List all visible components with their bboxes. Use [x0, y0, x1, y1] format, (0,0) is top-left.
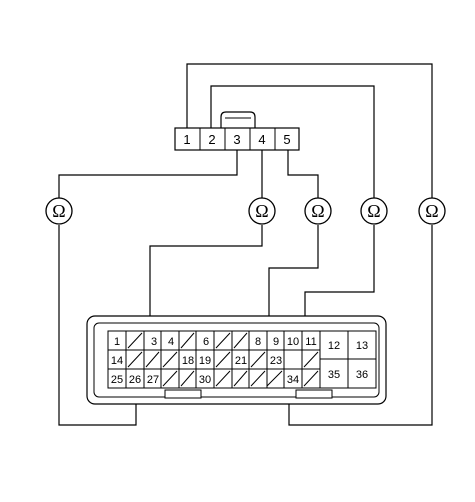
- bottom-pin-23: 23: [270, 355, 282, 367]
- top-pin-2: 2: [208, 132, 215, 147]
- bottom-pin-12: 12: [328, 340, 340, 352]
- bottom-pin-8: 8: [255, 336, 261, 348]
- bottom-pin-11: 11: [305, 336, 316, 348]
- bottom-pin-14: 14: [111, 355, 123, 367]
- ohmmeter-icon: Ω: [418, 197, 446, 225]
- wire-meter1-to-pin26: [58, 225, 137, 426]
- bottom-pin-6: 6: [203, 336, 209, 348]
- bottom-pin-4: 4: [168, 336, 174, 348]
- ohm-symbol: Ω: [367, 201, 380, 221]
- bottom-pin-27: 27: [147, 374, 159, 386]
- wire-meter5-to-pin34: [288, 225, 433, 426]
- bottom-pin-9: 9: [273, 336, 279, 348]
- top-connector: 1 2 3 4 5: [174, 111, 300, 151]
- bottom-pin-10: 10: [287, 336, 299, 348]
- wire-meter2-to-pin3: [149, 225, 263, 333]
- bottom-pin-30: 30: [199, 374, 211, 386]
- bottom-pin-34: 34: [287, 374, 299, 386]
- ohmmeter-icon: Ω: [304, 197, 332, 225]
- bottom-pin-13: 13: [356, 340, 368, 352]
- bottom-pin-36: 36: [356, 369, 368, 381]
- ohmmeter-icon: Ω: [45, 197, 73, 225]
- bottom-pin-35: 35: [328, 369, 340, 381]
- top-pin-5: 5: [283, 132, 290, 147]
- ohmmeters: Ω Ω Ω Ω Ω: [45, 197, 446, 225]
- wire-pin3-to-meter-1: [58, 150, 238, 198]
- wire-meter4-to-pin11: [304, 225, 375, 333]
- bottom-pin-19: 19: [199, 355, 211, 367]
- ohmmeter-icon: Ω: [248, 197, 276, 225]
- top-pin-1: 1: [183, 132, 190, 147]
- top-pin-4: 4: [258, 132, 265, 147]
- bottom-pin-18: 18: [182, 355, 194, 367]
- bottom-connector: 1 3 4 6 8 9 10 11 12 13 14 18 19 21 23 3…: [86, 315, 387, 405]
- wire-meter3-to-pin9: [268, 225, 319, 333]
- connector-latch: [220, 111, 256, 128]
- top-pin-3: 3: [233, 132, 240, 147]
- ohm-symbol: Ω: [425, 201, 438, 221]
- bottom-pin-1: 1: [114, 336, 120, 348]
- bottom-pin-25: 25: [111, 374, 123, 386]
- bottom-pin-21: 21: [235, 355, 247, 367]
- ohm-symbol: Ω: [311, 201, 324, 221]
- wire-pin1-to-meter-5: [186, 63, 433, 198]
- bottom-pin-3: 3: [151, 336, 157, 348]
- ohmmeter-icon: Ω: [360, 197, 388, 225]
- ohm-symbol: Ω: [52, 201, 65, 221]
- wires: [58, 63, 433, 426]
- wire-pin2-to-meter-4: [210, 85, 375, 198]
- ohm-symbol: Ω: [255, 201, 268, 221]
- bottom-pin-26: 26: [129, 374, 141, 386]
- wire-pin5-to-meter-3: [287, 150, 319, 198]
